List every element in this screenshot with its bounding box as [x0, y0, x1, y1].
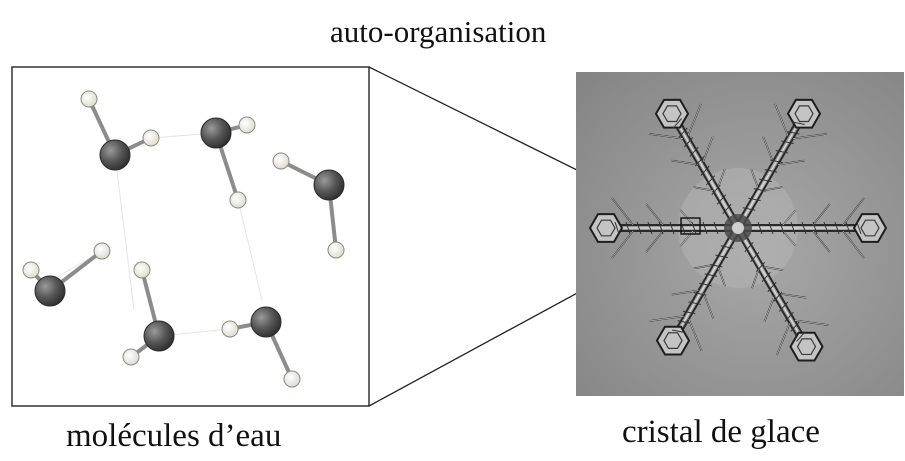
hydrogen-atom: [221, 320, 239, 338]
hydrogen-atom: [142, 129, 160, 147]
hydrogen-atom: [122, 348, 140, 366]
molecules-label: molécules d’eau: [66, 418, 282, 454]
snowflake-arm: [648, 98, 742, 230]
oxygen-atom: [200, 117, 232, 149]
molecules-panel: [11, 66, 370, 407]
snowflake-arm: [649, 226, 742, 356]
snowflake-center-highlight: [732, 222, 744, 234]
water-molecule: [221, 306, 301, 388]
oxygen-atom: [313, 169, 345, 201]
snowflake-arm: [734, 226, 829, 362]
ice-crystal-photo: [576, 72, 904, 396]
hydrogen-atom: [272, 152, 290, 170]
water-molecule: [80, 90, 160, 171]
oxygen-atom: [99, 139, 131, 171]
hydrogen-atom: [133, 261, 151, 279]
water-molecules: [22, 90, 345, 388]
hydrogen-atom: [80, 90, 98, 108]
water-molecule: [272, 152, 345, 259]
hydrogen-atom: [327, 241, 345, 259]
snowflake-shape: [588, 98, 888, 362]
hydrogen-atom: [93, 242, 111, 260]
oxygen-atom: [143, 320, 175, 352]
molecules-panel-frame: [11, 66, 370, 407]
water-molecule: [200, 116, 256, 209]
hydrogen-bond-line: [114, 154, 135, 311]
snowflake-arm: [738, 197, 888, 259]
snowflake-arm: [734, 98, 828, 230]
hydrogen-atom: [22, 261, 40, 279]
ice-crystal-label: cristal de glace: [622, 414, 820, 450]
water-molecule: [122, 261, 175, 366]
snowflake-arm: [588, 197, 738, 259]
diagram-title: auto-organisation: [330, 14, 547, 49]
hydrogen-bond-line: [237, 199, 263, 301]
water-molecule: [22, 242, 111, 307]
oxygen-atom: [34, 275, 66, 307]
oxygen-atom: [250, 306, 282, 338]
hydrogen-atom: [283, 370, 301, 388]
hydrogen-atom: [238, 116, 256, 134]
hydrogen-atom: [229, 191, 247, 209]
zoom-target-box: [680, 217, 701, 235]
